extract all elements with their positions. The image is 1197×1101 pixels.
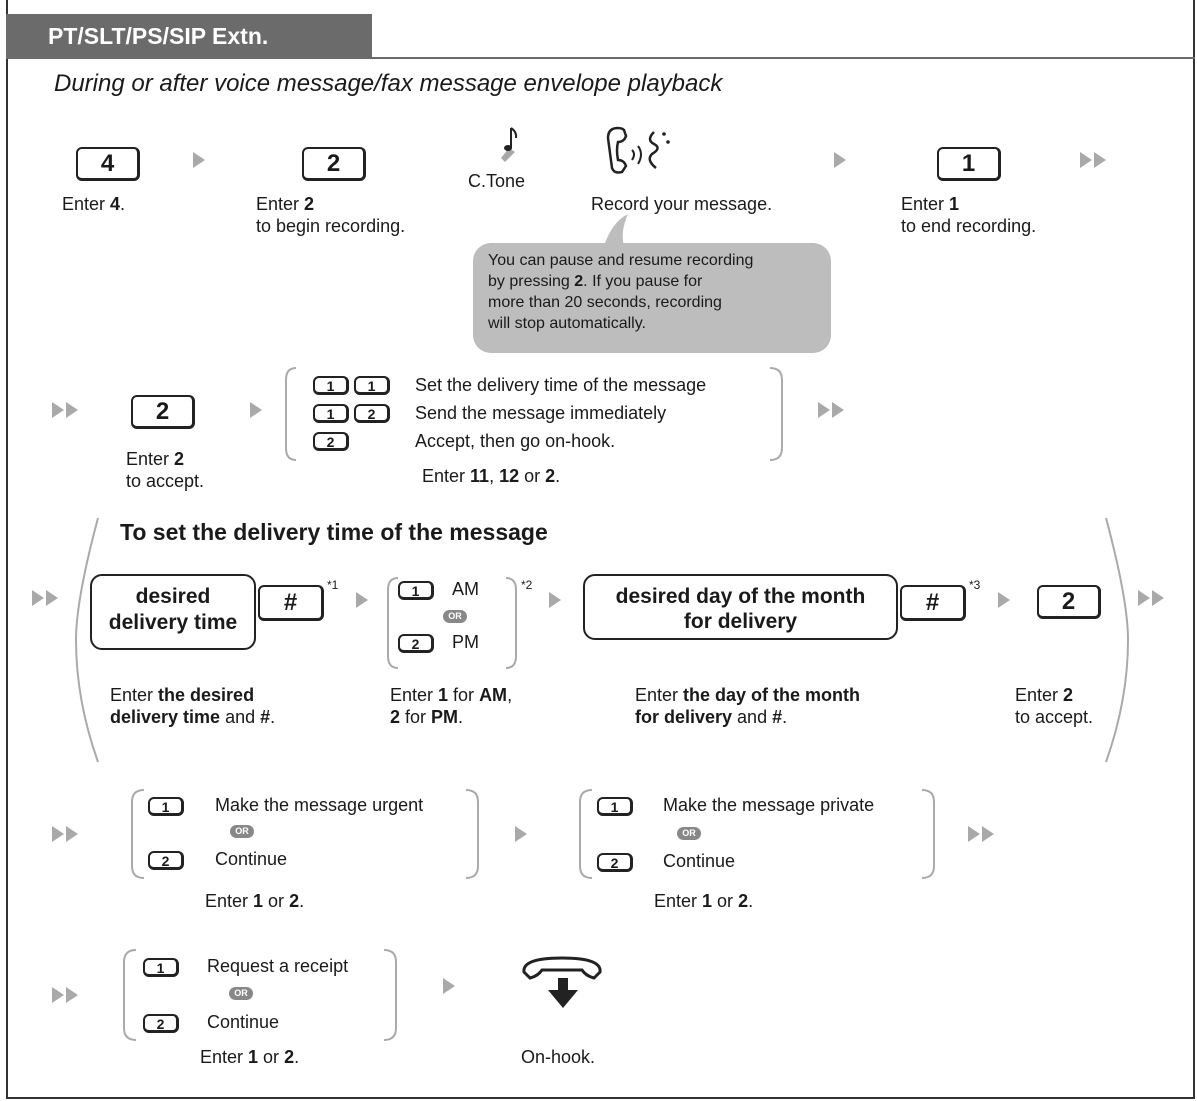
header-rule [6, 57, 1195, 59]
key-1[interactable]: 1 [313, 376, 349, 395]
key-4[interactable]: 4 [76, 147, 140, 181]
record-message-label: Record your message. [591, 194, 773, 214]
section-title: To set the delivery time of the message [120, 519, 548, 545]
key-2-accept[interactable]: 2 [131, 395, 195, 429]
key-2[interactable]: 2 [354, 404, 390, 423]
enter-choice-label: Enter 11, 12 or 2. [422, 466, 561, 486]
enter-1-or-2: Enter 1 or 2. [205, 891, 305, 911]
speaking-handset-icon [606, 126, 670, 174]
desc-am-pm: Enter 1 for AM,2 for PM. [390, 685, 513, 727]
option-request-receipt: Request a receipt [207, 956, 349, 976]
hash-key[interactable]: # [900, 585, 966, 621]
or-badge: OR [229, 987, 253, 1000]
pause-note-bubble: You can pause and resume recording by pr… [473, 243, 831, 353]
option-continue: Continue [663, 851, 736, 871]
key-1[interactable]: 1 [313, 404, 349, 423]
continue-arrow-icon [52, 402, 82, 418]
continue-arrow-icon [52, 826, 82, 842]
ctone-label: C.Tone [468, 171, 526, 191]
or-badge: OR [677, 827, 701, 840]
diagram-frame [6, 0, 1195, 1099]
on-hook-label: On-hook. [521, 1047, 596, 1067]
option-send-immediately: Send the message immediately [415, 403, 667, 423]
enter-1-or-2: Enter 1 or 2. [200, 1047, 300, 1067]
key-2-accept[interactable]: 2 [1037, 585, 1101, 619]
key-1[interactable]: 1 [597, 797, 633, 816]
key-2[interactable]: 2 [313, 432, 349, 451]
key-2[interactable]: 2 [148, 851, 184, 870]
continue-arrow-icon [968, 826, 998, 842]
option-private: Make the message private [663, 795, 875, 815]
footnote-marker: *3 [969, 578, 981, 592]
arrow-icon [250, 402, 262, 418]
option-set-delivery-time: Set the delivery time of the message [415, 375, 707, 395]
continue-arrow-icon [32, 590, 62, 606]
key-1[interactable]: 1 [354, 376, 390, 395]
key-2-record[interactable]: 2 [302, 147, 366, 181]
option-accept-onhook: Accept, then go on-hook. [415, 431, 616, 451]
confirmation-tone-icon [501, 127, 518, 162]
or-badge: OR [443, 610, 467, 623]
continue-arrow-icon [818, 402, 848, 418]
hash-key[interactable]: # [258, 585, 324, 621]
option-urgent: Make the message urgent [215, 795, 424, 815]
key-2[interactable]: 2 [143, 1014, 179, 1033]
pm-label: PM [452, 632, 479, 652]
header-tab: PT/SLT/PS/SIP Extn. [6, 14, 372, 59]
footnote-marker: *1 [327, 578, 339, 592]
key-2[interactable]: 2 [597, 853, 633, 872]
arrow-icon [549, 592, 561, 608]
arrow-icon [515, 826, 527, 842]
or-badge: OR [230, 825, 254, 838]
am-label: AM [452, 579, 479, 599]
key-1-end[interactable]: 1 [937, 147, 1001, 181]
arrow-icon [998, 592, 1010, 608]
step-enter-4: Enter 4. [62, 194, 126, 214]
enter-1-or-2: Enter 1 or 2. [654, 891, 754, 911]
key-1[interactable]: 1 [143, 958, 179, 977]
subtitle: During or after voice message/fax messag… [54, 70, 723, 97]
arrow-icon [356, 592, 368, 608]
key-1[interactable]: 1 [148, 797, 184, 816]
on-hook-icon [522, 956, 602, 1008]
continue-arrow-icon [1080, 152, 1110, 168]
arrow-icon [443, 978, 455, 994]
arrow-icon [834, 152, 846, 168]
key-2[interactable]: 2 [398, 634, 434, 653]
option-continue: Continue [207, 1012, 280, 1032]
option-continue: Continue [215, 849, 288, 869]
key-1[interactable]: 1 [398, 581, 434, 600]
continue-arrow-icon [52, 987, 82, 1003]
arrow-icon [193, 152, 205, 168]
footnote-marker: *2 [521, 578, 533, 592]
continue-arrow-icon [1138, 590, 1168, 606]
